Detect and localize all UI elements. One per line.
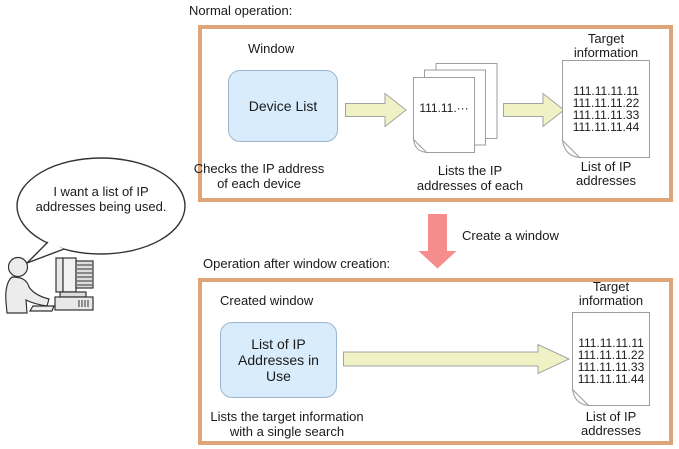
normal-operation-panel: Window Device List Checks the IP address… <box>194 25 673 202</box>
papers-caption: Lists the IP addresses of each <box>416 163 524 193</box>
paper-front <box>413 77 475 153</box>
document-caption: List of IP addresses <box>581 409 641 438</box>
document-page <box>562 60 650 158</box>
person-at-computer-illustration <box>5 157 186 314</box>
ip-line: 111.11.11.44 <box>577 372 645 386</box>
document-page <box>572 312 650 406</box>
flow-arrow-shape <box>503 92 565 128</box>
bottom-panel-title: Operation after window creation: <box>203 256 391 271</box>
person-head-icon <box>7 256 29 278</box>
monitor-stand-icon <box>59 291 87 298</box>
top-panel-title: Normal operation: <box>189 3 293 18</box>
monitor-body-icon <box>62 257 77 293</box>
ip-line: 111.11.11.33 <box>572 108 640 122</box>
device-box-caption: Checks the IP address of each device <box>193 161 325 191</box>
down-arrow-icon <box>418 214 457 269</box>
ip-address-list: 111.11.11.11 111.11.11.22 111.11.11.33 1… <box>565 85 647 133</box>
created-window-label: Created window <box>220 293 314 308</box>
flow-arrow-shape <box>343 343 571 375</box>
ip-addresses-in-use-box: List of IP Addresses in Use <box>220 322 337 398</box>
down-arrow-shape <box>418 214 457 269</box>
document-icon <box>571 312 650 407</box>
transition-label: Create a window <box>462 228 559 243</box>
target-information-label: Target information <box>573 31 639 60</box>
paper-front-fold <box>412 138 428 154</box>
flow-arrow-shape <box>345 92 407 128</box>
ip-line: 111.11.11.22 <box>577 348 645 362</box>
document-fold <box>561 139 581 159</box>
box-caption: Lists the target information with a sing… <box>210 409 364 439</box>
document-icon <box>561 60 650 159</box>
flow-arrow-right-icon <box>503 92 565 128</box>
ip-address-list: 111.11.11.11 111.11.11.22 111.11.11.33 1… <box>574 337 648 385</box>
target-information-label: Target information <box>578 279 644 308</box>
ip-line: 111.11.11.11 <box>578 336 644 350</box>
device-list-box: Device List <box>228 70 338 142</box>
document-fold <box>571 388 590 407</box>
speech-bubble-shape <box>16 157 186 255</box>
flow-arrow-right-icon <box>345 92 407 128</box>
vent-lines <box>77 264 92 286</box>
ip-line: 111.11.11.33 <box>577 360 645 374</box>
flow-arrow-right-long-icon <box>343 343 571 375</box>
papers-stack-icon <box>412 63 498 154</box>
ip-line: 111.11.11.11 <box>573 84 639 98</box>
papers-text: 111.11.··· <box>419 101 469 115</box>
ip-line: 111.11.11.22 <box>572 96 640 110</box>
monitor-screen-icon <box>55 257 64 293</box>
speech-bubble-text: I want a list of IP addresses being used… <box>35 184 167 214</box>
ip-addresses-in-use-box-label: List of IP Addresses in Use <box>238 336 319 384</box>
computer-base-icon <box>54 296 94 311</box>
keyboard-icon <box>28 305 55 312</box>
document-caption: List of IP addresses <box>576 159 636 188</box>
after-window-creation-panel: Created window List of IP Addresses in U… <box>198 278 673 445</box>
ip-line: 111.11.11.44 <box>572 120 640 134</box>
base-slats <box>78 300 89 307</box>
device-list-box-label: Device List <box>248 98 318 114</box>
window-label: Window <box>248 41 295 56</box>
